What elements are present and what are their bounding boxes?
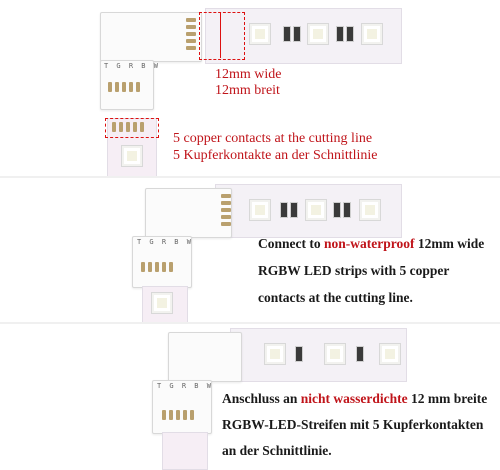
rgbw-led	[265, 344, 285, 364]
contacts-label-de: 5 Kupferkontakte an der Schnittlinie	[173, 148, 378, 163]
rgbw-led	[380, 344, 400, 364]
width-highlight-box	[199, 12, 245, 60]
connector-pins-bottom	[162, 410, 194, 420]
l-connector-top-arm	[168, 332, 242, 382]
l-connector-top-arm	[145, 188, 232, 238]
description-line-2: RGBW-LED-Streifen mit 5 Kupferkontakten	[222, 417, 484, 432]
contacts-highlight-box	[105, 118, 159, 138]
rgbw-led	[250, 24, 270, 44]
connector-marks: T G R B W	[157, 382, 213, 390]
divider	[0, 322, 500, 324]
connector-pins	[221, 194, 231, 226]
copper-contacts	[112, 122, 144, 132]
connector-pins-bottom	[108, 82, 140, 92]
resistor	[293, 26, 301, 42]
panel-german: T G R B W Anschluss an nicht wasserdicht…	[0, 322, 500, 470]
width-label-en: 12mm wide	[215, 67, 282, 82]
panel-dimensions: T G R B W 12mm wide 12mm breit 5 copper …	[0, 0, 500, 178]
resistor	[343, 202, 351, 218]
led-strip-vertical	[162, 432, 208, 470]
rgbw-led	[360, 200, 380, 220]
highlight-nicht-wasserdichte: nicht wasserdichte	[300, 391, 408, 406]
highlight-non-waterproof: non-waterproof	[324, 236, 415, 251]
width-label-de: 12mm breit	[215, 83, 280, 98]
rgbw-led	[325, 344, 345, 364]
resistor	[346, 26, 354, 42]
connector-marks: T G R B W	[137, 238, 193, 246]
width-dimension-arrow	[220, 12, 221, 58]
l-connector-top-arm	[100, 12, 202, 62]
resistor	[295, 346, 303, 362]
rgbw-led	[152, 293, 172, 313]
description-line-2: RGBW LED strips with 5 copper	[258, 263, 450, 278]
resistor	[333, 202, 341, 218]
resistor	[336, 26, 344, 42]
description-line-1: Anschluss an nicht wasserdichte 12 mm br…	[222, 391, 488, 406]
panel-english: T G R B W Connect to non-waterproof 12mm…	[0, 176, 500, 324]
resistor	[356, 346, 364, 362]
contacts-label-en: 5 copper contacts at the cutting line	[173, 131, 373, 146]
connector-pins	[186, 18, 196, 50]
divider	[0, 176, 500, 178]
rgbw-led	[308, 24, 328, 44]
connector-pins-bottom	[141, 262, 173, 272]
description-line-1: Connect to non-waterproof 12mm wide	[258, 236, 485, 251]
rgbw-led	[250, 200, 270, 220]
rgbw-led	[362, 24, 382, 44]
description-line-3: contacts at the cutting line.	[258, 290, 413, 305]
description-line-3: an der Schnittlinie.	[222, 443, 332, 458]
resistor	[280, 202, 288, 218]
l-connector-vertical-arm	[152, 380, 212, 434]
resistor	[283, 26, 291, 42]
connector-marks: T G R B W	[104, 62, 160, 70]
rgbw-led	[306, 200, 326, 220]
rgbw-led	[122, 146, 142, 166]
resistor	[290, 202, 298, 218]
